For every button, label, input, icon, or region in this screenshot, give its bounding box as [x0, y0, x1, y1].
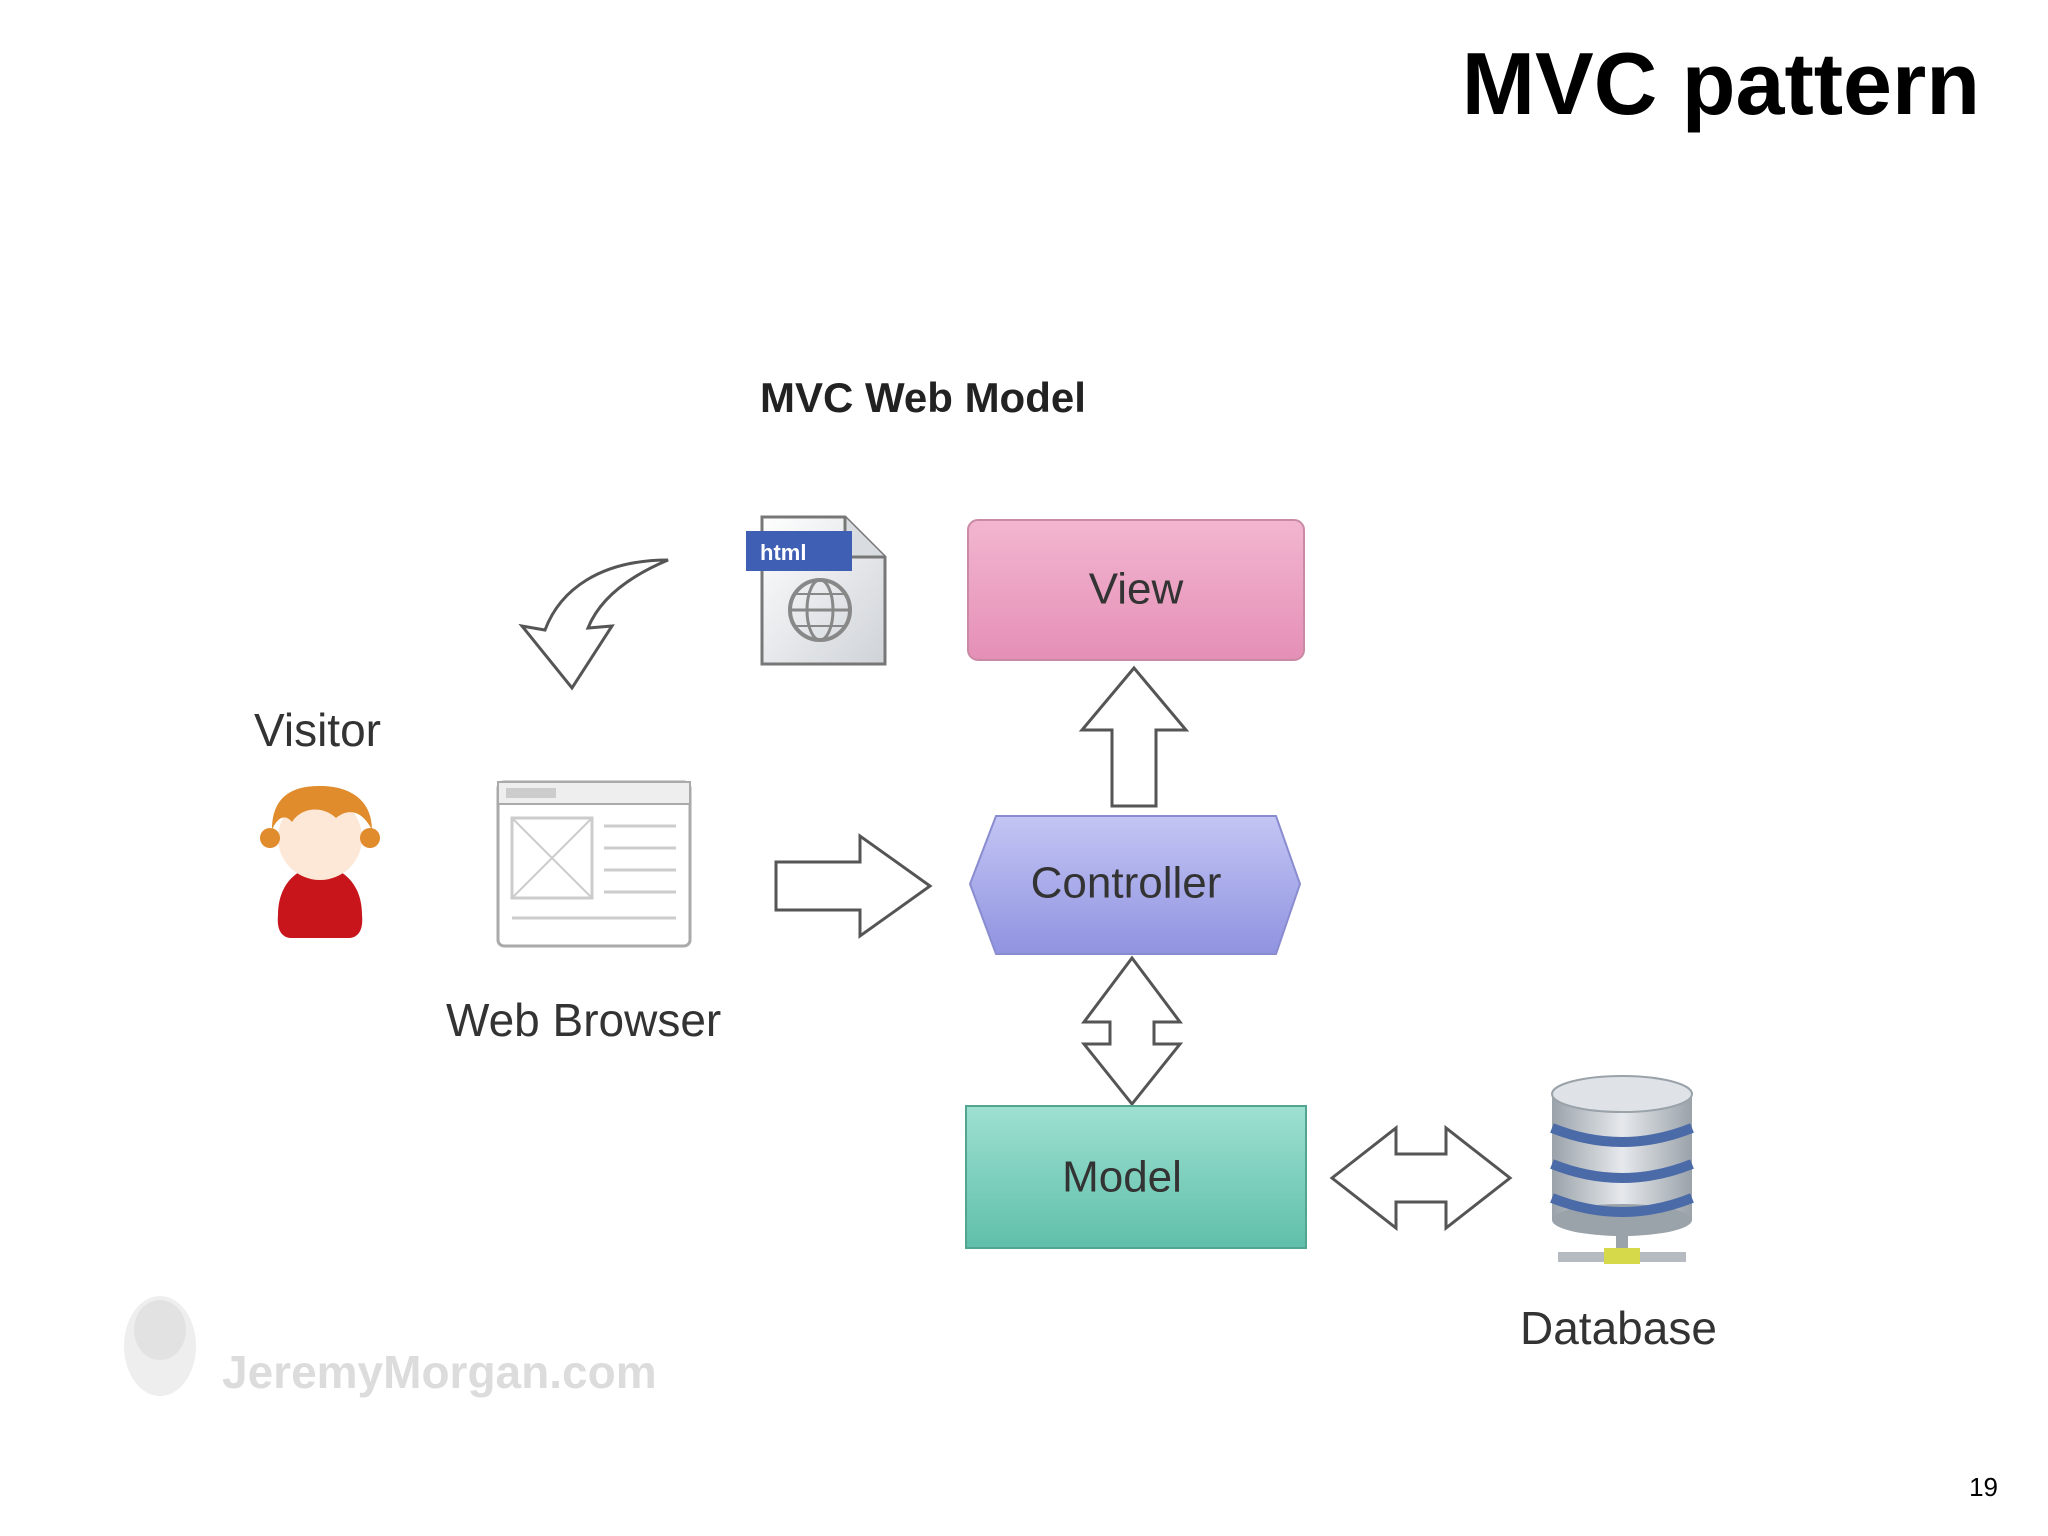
web-browser-icon: [496, 780, 692, 948]
model-box: Model: [965, 1105, 1307, 1249]
database-label: Database: [1520, 1302, 1717, 1354]
controller-box: Controller: [968, 815, 1302, 955]
watermark: JeremyMorgan.com: [124, 1296, 657, 1398]
controller-to-view-arrow: [1078, 665, 1190, 808]
database-icon: [1550, 1075, 1694, 1264]
document-badge: html: [760, 540, 806, 565]
slide-title: MVC pattern: [1461, 34, 1980, 133]
controller-label: Controller: [1031, 859, 1222, 908]
web-browser-label: Web Browser: [446, 994, 721, 1046]
watermark-text: JeremyMorgan.com: [222, 1346, 657, 1398]
return-arrow: [518, 558, 669, 691]
visitor-label: Visitor: [254, 704, 381, 756]
visitor-icon: [260, 786, 380, 938]
browser-to-controller-arrow: [774, 833, 933, 939]
view-label: View: [1089, 565, 1184, 614]
model-database-arrow: [1329, 1124, 1513, 1232]
model-label: Model: [1062, 1153, 1182, 1202]
diagram-title: MVC Web Model: [760, 374, 1086, 421]
page-number: 19: [1969, 1472, 1998, 1502]
view-box: View: [967, 519, 1305, 661]
html-document-icon: html: [746, 515, 887, 666]
controller-model-arrow: [1080, 955, 1184, 1107]
